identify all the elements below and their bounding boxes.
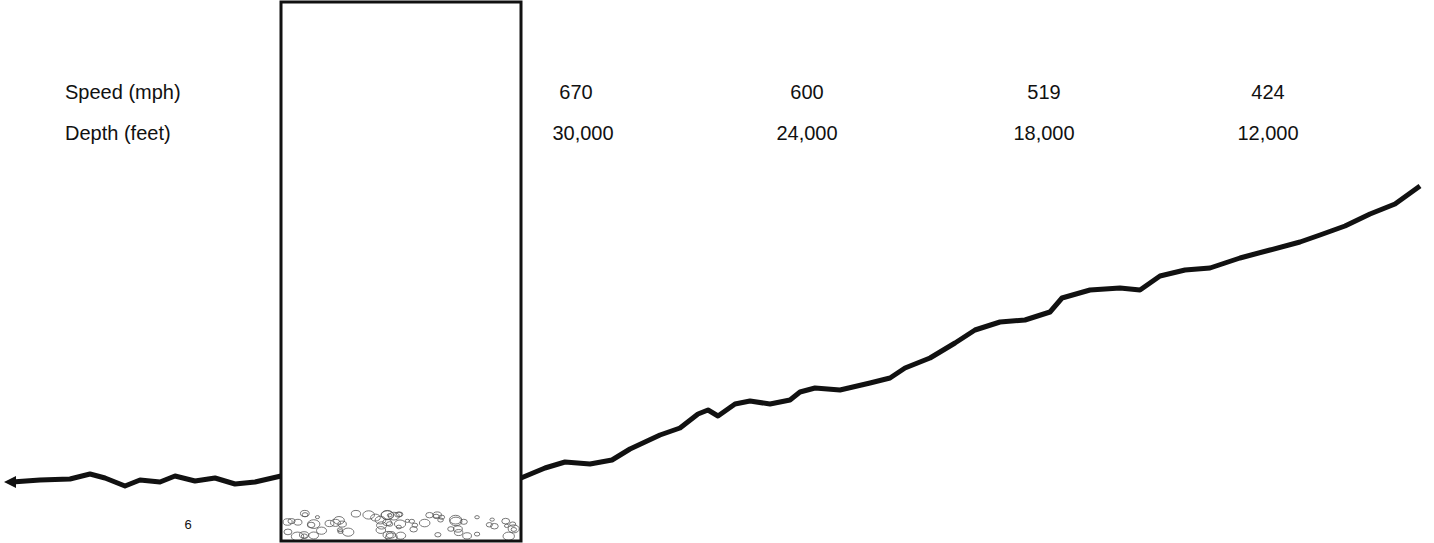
rubble-stone bbox=[463, 533, 472, 539]
rubble-stone bbox=[419, 519, 430, 527]
rubble-stone bbox=[283, 519, 292, 526]
rubble-texture bbox=[283, 510, 519, 541]
rubble-stone bbox=[284, 529, 292, 535]
value-label: 18,000 bbox=[1013, 123, 1074, 143]
rubble-stone bbox=[502, 518, 510, 524]
rubble-stone bbox=[438, 518, 444, 522]
rubble-stone bbox=[504, 524, 508, 527]
rubble-stone bbox=[511, 528, 516, 532]
rubble-stone bbox=[448, 527, 454, 532]
rubble-stone bbox=[474, 532, 479, 536]
axis-label: Speed (mph) bbox=[65, 82, 181, 102]
rubble-stone bbox=[386, 532, 395, 539]
rubble-stone bbox=[454, 530, 462, 536]
rubble-stone bbox=[301, 534, 307, 538]
rubble-stone bbox=[439, 515, 445, 519]
rubble-stone bbox=[435, 533, 441, 537]
rubble-stone bbox=[300, 510, 309, 516]
rubble-stone bbox=[371, 514, 381, 521]
rubble-stone bbox=[394, 520, 405, 528]
seafloor-profile-right bbox=[521, 186, 1420, 478]
value-label: 30,000 bbox=[552, 123, 613, 143]
axis-label: Depth (feet) bbox=[65, 123, 171, 143]
value-label: 670 bbox=[559, 82, 592, 102]
rubble-stone bbox=[351, 510, 360, 517]
rubble-stone bbox=[490, 518, 494, 521]
rubble-stone bbox=[315, 516, 319, 519]
rubble-stone bbox=[331, 519, 341, 526]
seafloor-profile-left bbox=[12, 474, 281, 486]
rubble-stone bbox=[309, 532, 319, 539]
rubble-stone bbox=[475, 516, 480, 519]
rubble-stone bbox=[433, 514, 439, 518]
water-column-box bbox=[281, 2, 521, 541]
rubble-stone bbox=[307, 522, 315, 527]
rubble-stone bbox=[377, 522, 387, 529]
rubble-stone bbox=[342, 528, 353, 536]
value-label: 519 bbox=[1027, 82, 1060, 102]
rubble-stone bbox=[395, 512, 402, 517]
rubble-stone bbox=[308, 520, 320, 529]
rubble-stone bbox=[334, 517, 345, 525]
rubble-stone bbox=[508, 525, 519, 533]
rubble-stone bbox=[383, 531, 393, 538]
value-label: 12,000 bbox=[1237, 123, 1298, 143]
rubble-stone bbox=[381, 510, 393, 519]
rubble-stone bbox=[426, 512, 434, 517]
rubble-stone bbox=[381, 511, 394, 520]
rubble-stone bbox=[405, 519, 409, 522]
page-number: 6 bbox=[184, 518, 191, 531]
value-label: 424 bbox=[1251, 82, 1284, 102]
rubble-stone bbox=[491, 523, 499, 529]
rubble-stone bbox=[449, 515, 461, 524]
rubble-stone bbox=[450, 517, 462, 526]
value-label: 600 bbox=[790, 82, 823, 102]
rubble-stone bbox=[294, 519, 302, 525]
rubble-stone bbox=[302, 513, 308, 517]
rubble-stone bbox=[410, 527, 417, 532]
rubble-stone bbox=[486, 523, 492, 527]
profile-arrowhead bbox=[4, 476, 16, 488]
value-label: 24,000 bbox=[776, 123, 837, 143]
rubble-stone bbox=[316, 527, 326, 534]
rubble-stone bbox=[503, 532, 514, 540]
